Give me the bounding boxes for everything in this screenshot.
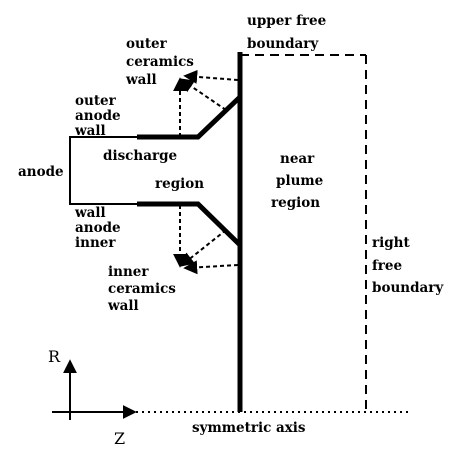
rz-axes bbox=[52, 359, 137, 420]
symmetric-axis-label: symmetric axis bbox=[192, 420, 306, 436]
z-axis-label: Z bbox=[114, 429, 125, 448]
right-free-boundary-label: right free boundary bbox=[372, 235, 444, 296]
outer-wall-thick bbox=[137, 95, 242, 140]
anode-label: anode bbox=[18, 164, 64, 180]
upper-free-boundary-label: upper free boundary bbox=[247, 13, 331, 52]
inner-ceramics-wall-label: inner ceramics wall bbox=[107, 264, 181, 314]
outer-ceramics-wall-label: outer ceramics wall bbox=[125, 36, 199, 88]
discharge-region-label: discharge region bbox=[103, 148, 204, 192]
outer-ceramics-arrows bbox=[173, 69, 239, 137]
near-plume-region-label: near plume region bbox=[271, 151, 328, 211]
wall-anode-inner-label: wall anode inner bbox=[74, 205, 125, 251]
anode-wall-outline bbox=[69, 136, 137, 205]
inner-wall-thick bbox=[137, 201, 242, 247]
outer-anode-wall-label: outer anode wall bbox=[74, 93, 125, 139]
r-axis-label: R bbox=[48, 347, 61, 366]
inner-ceramics-arrows bbox=[173, 205, 239, 275]
